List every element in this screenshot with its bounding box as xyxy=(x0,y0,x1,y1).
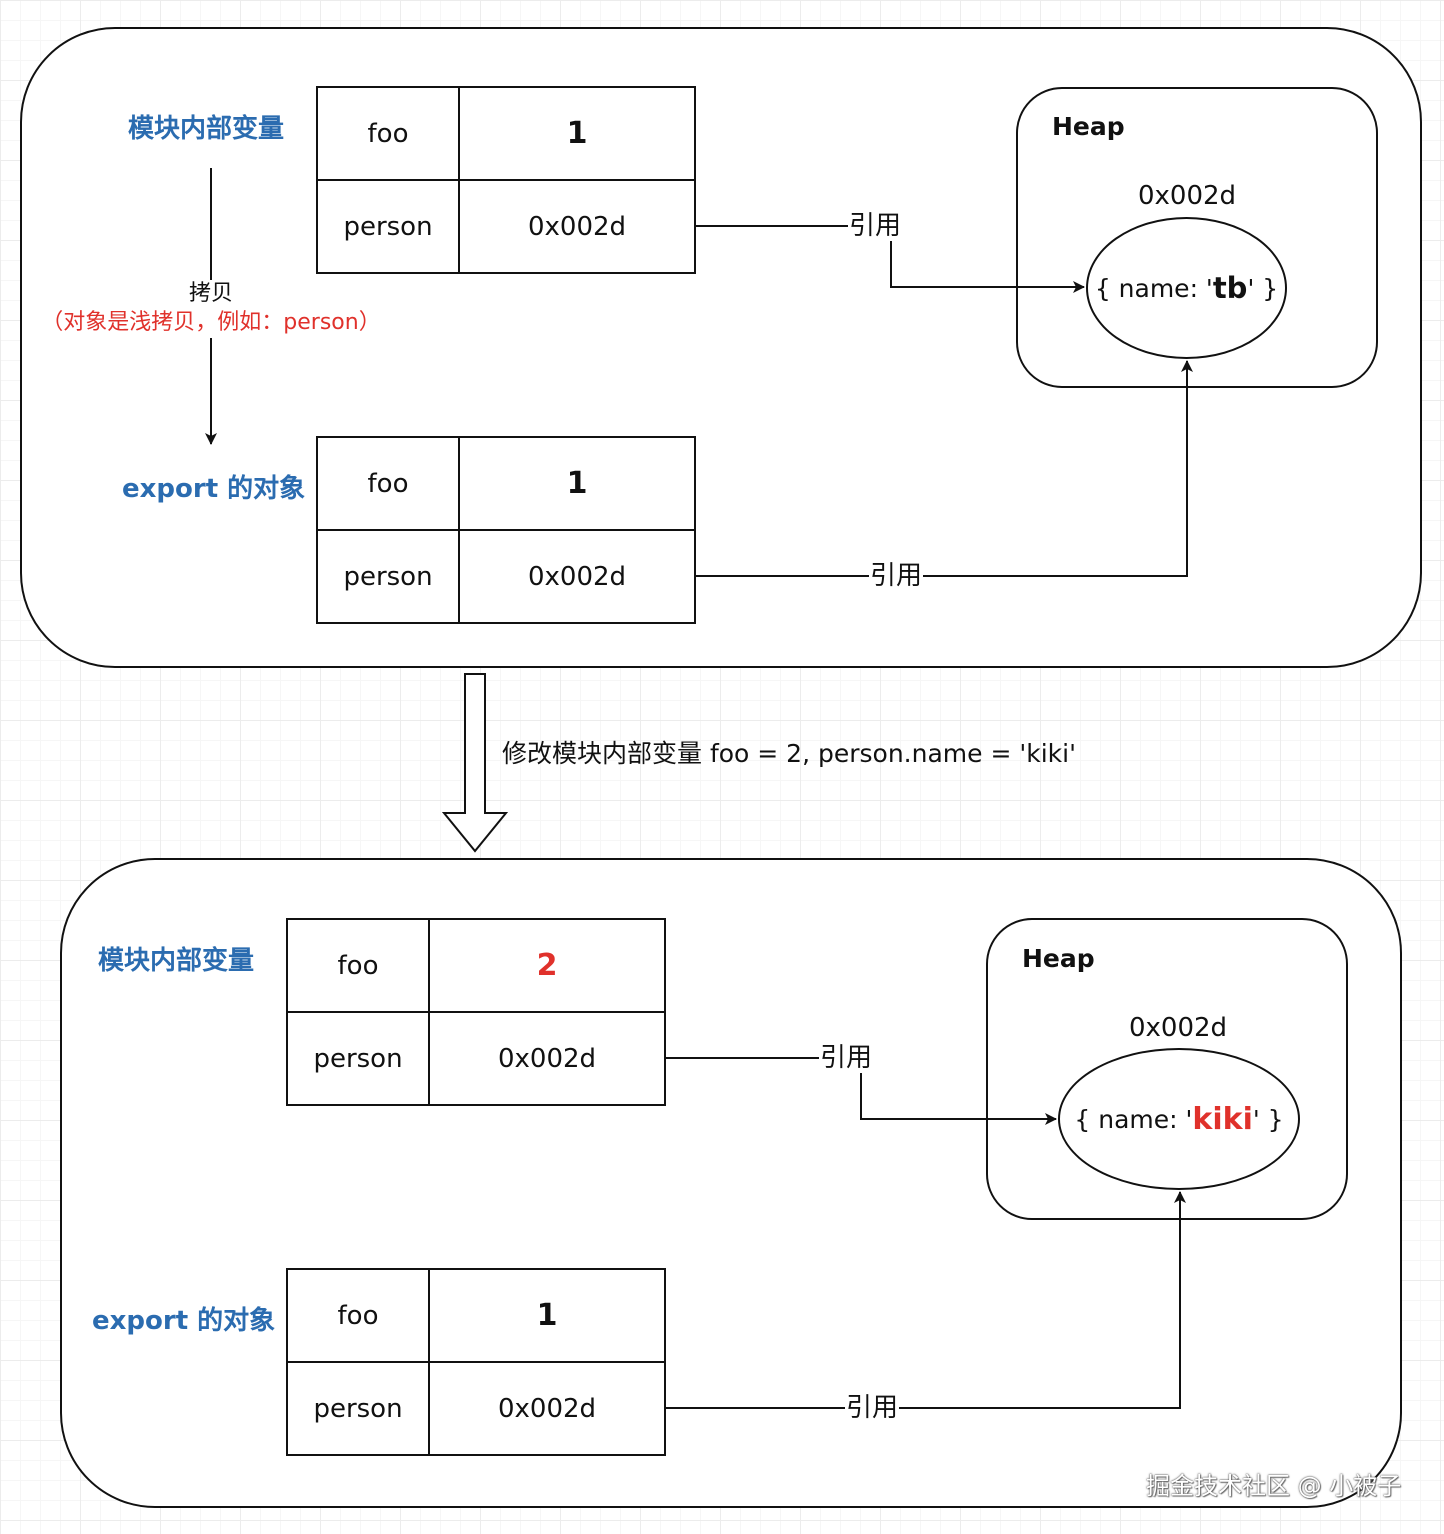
top-ref-label-1: 引用 xyxy=(848,211,903,241)
top-module-person-value: 0x002d xyxy=(458,179,696,274)
bottom-heap-object-prefix: { name: ' xyxy=(1074,1104,1193,1134)
bottom-ref-label-1: 引用 xyxy=(819,1043,874,1073)
top-heap-object-name: tb xyxy=(1212,271,1248,305)
bottom-export-foo-value: 1 xyxy=(428,1268,666,1363)
transition-label: 修改模块内部变量 foo = 2, person.name = 'kiki' xyxy=(502,739,1076,768)
top-module-foo-value: 1 xyxy=(458,86,696,181)
bottom-module-label: 模块内部变量 xyxy=(98,946,255,976)
top-export-ref-line xyxy=(696,360,1193,577)
top-export-foo-key: foo xyxy=(316,436,460,531)
top-export-person-value: 0x002d xyxy=(458,529,696,624)
bottom-heap-object-name: kiki xyxy=(1192,1101,1253,1137)
bottom-export-person-value: 0x002d xyxy=(428,1361,666,1456)
top-heap-title: Heap xyxy=(1052,112,1125,141)
bottom-heap-address: 0x002d xyxy=(1129,1013,1228,1043)
top-heap-object-prefix: { name: ' xyxy=(1094,273,1213,303)
top-heap-object-suffix: ' } xyxy=(1247,273,1279,303)
top-heap-address: 0x002d xyxy=(1138,181,1237,211)
top-export-label: export 的对象 xyxy=(122,474,306,504)
top-copy-label-group: 拷贝 （对象是浅拷贝，例如：person） xyxy=(30,280,392,338)
bottom-export-ref-line xyxy=(666,1191,1186,1409)
bottom-heap-title: Heap xyxy=(1022,944,1095,973)
bottom-module-person-key: person xyxy=(286,1011,430,1106)
transition-arrow xyxy=(441,673,509,853)
top-copy-note: （对象是浅拷贝，例如：person） xyxy=(39,308,383,338)
top-module-ref-line xyxy=(696,225,1085,293)
bottom-export-person-key: person xyxy=(286,1361,430,1456)
bottom-module-person-value: 0x002d xyxy=(428,1011,666,1106)
bottom-ref-label-2: 引用 xyxy=(845,1393,900,1423)
top-copy-label: 拷贝 xyxy=(186,280,235,308)
top-module-person-key: person xyxy=(316,179,460,274)
top-module-label: 模块内部变量 xyxy=(128,114,285,144)
top-heap-object: { name: 'tb' } xyxy=(1086,217,1287,359)
bottom-heap-object: { name: 'kiki' } xyxy=(1058,1048,1300,1190)
bottom-module-ref-line xyxy=(666,1057,1057,1125)
bottom-export-label: export 的对象 xyxy=(92,1306,276,1336)
top-ref-label-2: 引用 xyxy=(869,561,924,591)
bottom-module-foo-key: foo xyxy=(286,918,430,1013)
watermark: 掘金技术社区 @ 小被子 xyxy=(1146,1472,1402,1500)
bottom-heap-object-suffix: ' } xyxy=(1252,1104,1284,1134)
top-export-person-key: person xyxy=(316,529,460,624)
bottom-export-foo-key: foo xyxy=(286,1268,430,1363)
